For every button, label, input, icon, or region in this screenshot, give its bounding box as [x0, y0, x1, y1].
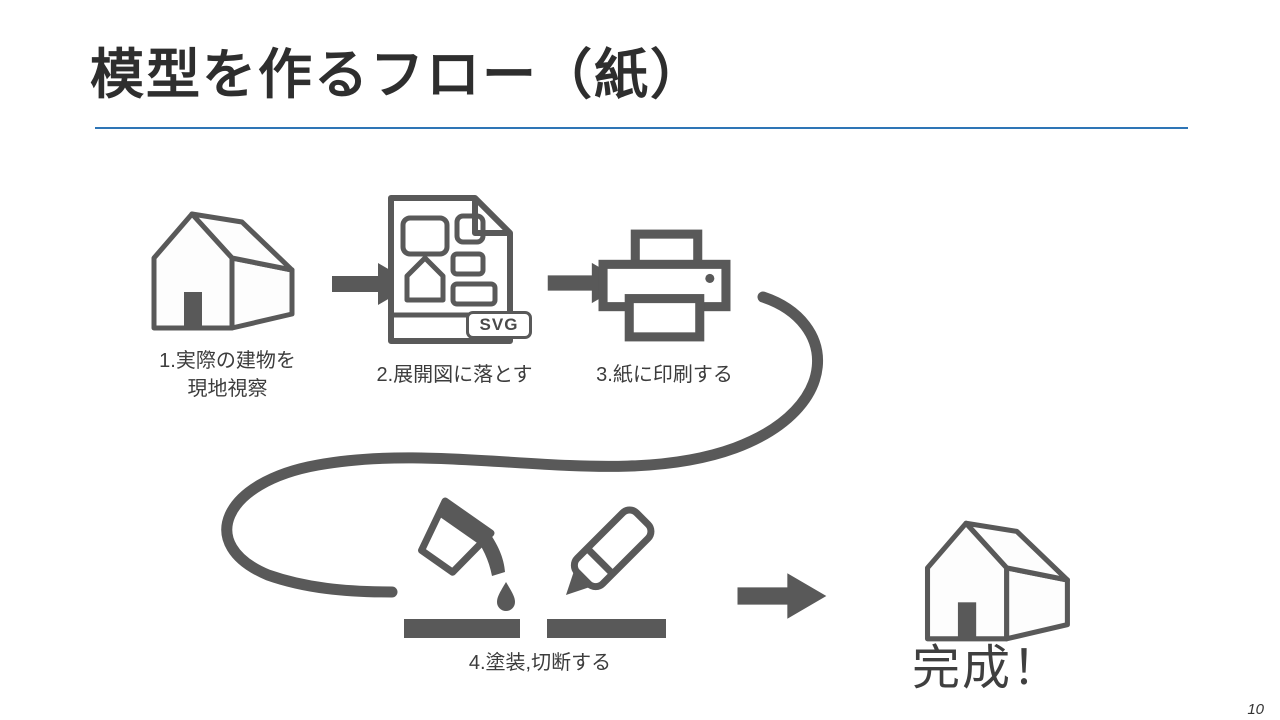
step2-label: 2.展開図に落とす [376, 364, 533, 386]
house-icon [924, 520, 1070, 642]
printer-icon [598, 229, 731, 342]
page-number: 10 [1247, 701, 1264, 718]
step1-label-line2: 現地視察 [187, 377, 268, 400]
title-divider [95, 127, 1188, 129]
arrow-right-icon [737, 573, 827, 619]
paint-bucket-icon [418, 497, 515, 611]
step4-label: 4.塗装,切断する [468, 652, 612, 674]
step3-label: 3.紙に印刷する [596, 364, 733, 386]
cutter-icon [565, 506, 655, 596]
finish-label: 完成！ [911, 642, 1062, 695]
slide-title: 模型を作るフロー（紙） [90, 45, 706, 105]
step1-label: 1.実際の建物を 現地視察 [125, 348, 330, 403]
svg-document-icon [388, 195, 513, 344]
surface-bar [404, 619, 520, 638]
house-icon [151, 211, 295, 331]
surface-bar [547, 619, 666, 638]
step1-label-line1: 1.実際の建物を [159, 350, 296, 372]
svg-format-badge: SVG [466, 311, 532, 339]
